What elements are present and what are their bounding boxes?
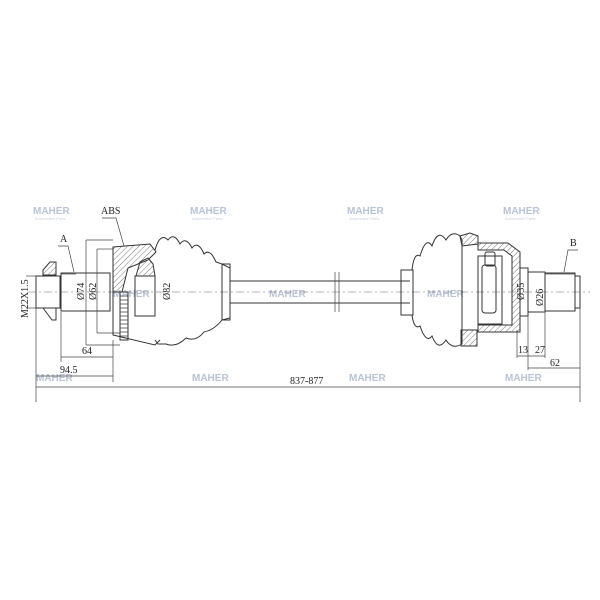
watermark: MAHER bbox=[36, 373, 73, 384]
svg-text:Automotive Parts: Automotive Parts bbox=[505, 216, 535, 221]
svg-text:MAHER: MAHER bbox=[190, 206, 227, 217]
nut-section bbox=[42, 261, 57, 276]
thread-stub bbox=[35, 275, 61, 309]
label-a: A bbox=[60, 234, 68, 245]
outer-cv-joint bbox=[35, 243, 161, 346]
diameter-dimensions: Ø74 Ø62 Ø82 Ø35 Ø26 bbox=[76, 239, 546, 346]
watermark: MAHER bbox=[427, 289, 464, 300]
outer-housing-section bbox=[112, 243, 157, 293]
dim-d26: Ø26 bbox=[535, 289, 546, 306]
annotations: ABS A B M22X1.5 bbox=[20, 206, 578, 318]
dim-d82: Ø82 bbox=[162, 283, 173, 300]
shaft bbox=[230, 272, 410, 312]
watermark: MAHER bbox=[269, 289, 306, 300]
dim-d35: Ø35 bbox=[516, 283, 527, 300]
outer-boot-clamp bbox=[221, 263, 231, 321]
label-b: B bbox=[570, 238, 577, 249]
svg-text:Automotive Parts: Automotive Parts bbox=[35, 216, 65, 221]
svg-text:Automotive Parts: Automotive Parts bbox=[349, 216, 379, 221]
watermark: MAHER bbox=[349, 373, 386, 384]
svg-text:Automotive Parts: Automotive Parts bbox=[192, 216, 222, 221]
watermark: MAHER bbox=[192, 373, 229, 384]
watermark: MAHER bbox=[505, 373, 542, 384]
svg-text:MAHER: MAHER bbox=[503, 206, 540, 217]
dim-64: 64 bbox=[82, 346, 92, 357]
dim-27: 27 bbox=[535, 345, 545, 356]
inner-cv-joint bbox=[459, 232, 581, 347]
dim-62: 62 bbox=[550, 358, 560, 369]
inner-boot-clamp bbox=[400, 269, 414, 316]
spline-a bbox=[60, 272, 111, 312]
length-dimensions: 64 94.5 837-877 13 27 62 bbox=[35, 308, 581, 402]
dim-94-5: 94.5 bbox=[60, 365, 78, 376]
outer-boot bbox=[154, 236, 231, 346]
svg-text:MAHER: MAHER bbox=[347, 206, 384, 217]
svg-text:MAHER: MAHER bbox=[33, 206, 70, 217]
thread-label: M22X1.5 bbox=[20, 279, 31, 318]
dim-d74: Ø74 bbox=[76, 283, 87, 300]
dim-total-length: 837-877 bbox=[290, 376, 323, 387]
watermark: MAHER bbox=[113, 289, 150, 300]
dim-d62: Ø62 bbox=[88, 283, 99, 300]
dim-13: 13 bbox=[518, 345, 528, 356]
inner-housing-section bbox=[477, 242, 521, 333]
abs-label: ABS bbox=[101, 206, 120, 217]
tripod-roller bbox=[481, 264, 497, 314]
